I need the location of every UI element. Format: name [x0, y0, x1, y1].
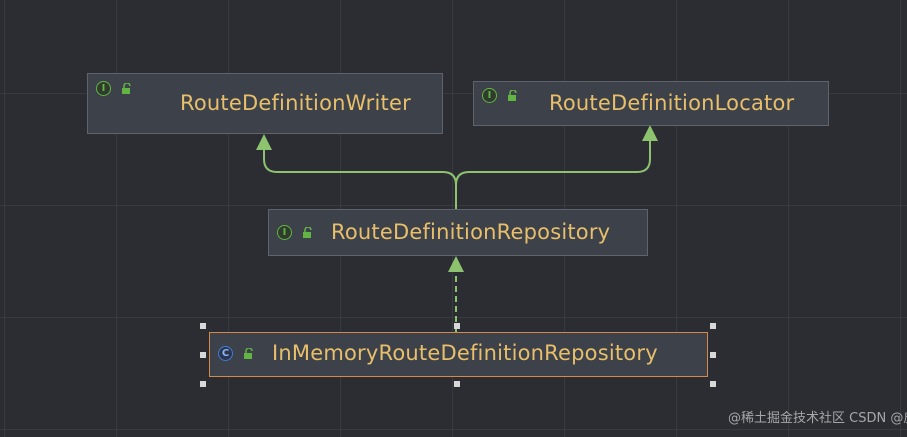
- edge-repository-to-locator: [455, 141, 651, 209]
- resize-handle-bottom-center[interactable]: [454, 381, 460, 387]
- node-label: InMemoryRouteDefinitionRepository: [272, 341, 658, 365]
- public-lock-icon: [303, 227, 312, 238]
- resize-handle-bottom-right[interactable]: [710, 381, 716, 387]
- node-route-definition-locator[interactable]: I RouteDefinitionLocator: [473, 81, 829, 126]
- node-route-definition-repository[interactable]: I RouteDefinitionRepository: [268, 209, 648, 256]
- watermark: @稀土掘金技术社区 CSDN @皮特猫: [728, 411, 907, 426]
- public-lock-icon: [508, 90, 517, 101]
- public-lock-icon: [122, 83, 131, 94]
- edge-arrowhead-repository: [448, 256, 464, 272]
- node-label: RouteDefinitionRepository: [331, 220, 611, 244]
- edge-arrowhead-writer: [256, 134, 272, 150]
- interface-icon: I: [482, 88, 497, 103]
- resize-handle-bottom-left[interactable]: [200, 381, 206, 387]
- resize-handle-top-left[interactable]: [200, 323, 206, 329]
- public-lock-icon: [244, 348, 253, 359]
- interface-icon: I: [96, 81, 111, 96]
- resize-handle-top-center[interactable]: [454, 323, 460, 329]
- interface-icon: I: [277, 225, 292, 240]
- class-icon: C: [218, 346, 233, 361]
- node-label: RouteDefinitionLocator: [549, 91, 795, 115]
- node-in-memory-route-definition-repository[interactable]: C InMemoryRouteDefinitionRepository: [209, 332, 708, 377]
- node-route-definition-writer[interactable]: I RouteDefinitionWriter: [87, 73, 443, 134]
- resize-handle-middle-left[interactable]: [200, 352, 206, 358]
- edge-arrowhead-locator: [642, 125, 658, 141]
- resize-handle-top-right[interactable]: [710, 323, 716, 329]
- node-label: RouteDefinitionWriter: [180, 91, 411, 115]
- edge-repository-to-writer: [263, 150, 457, 209]
- resize-handle-middle-right[interactable]: [710, 352, 716, 358]
